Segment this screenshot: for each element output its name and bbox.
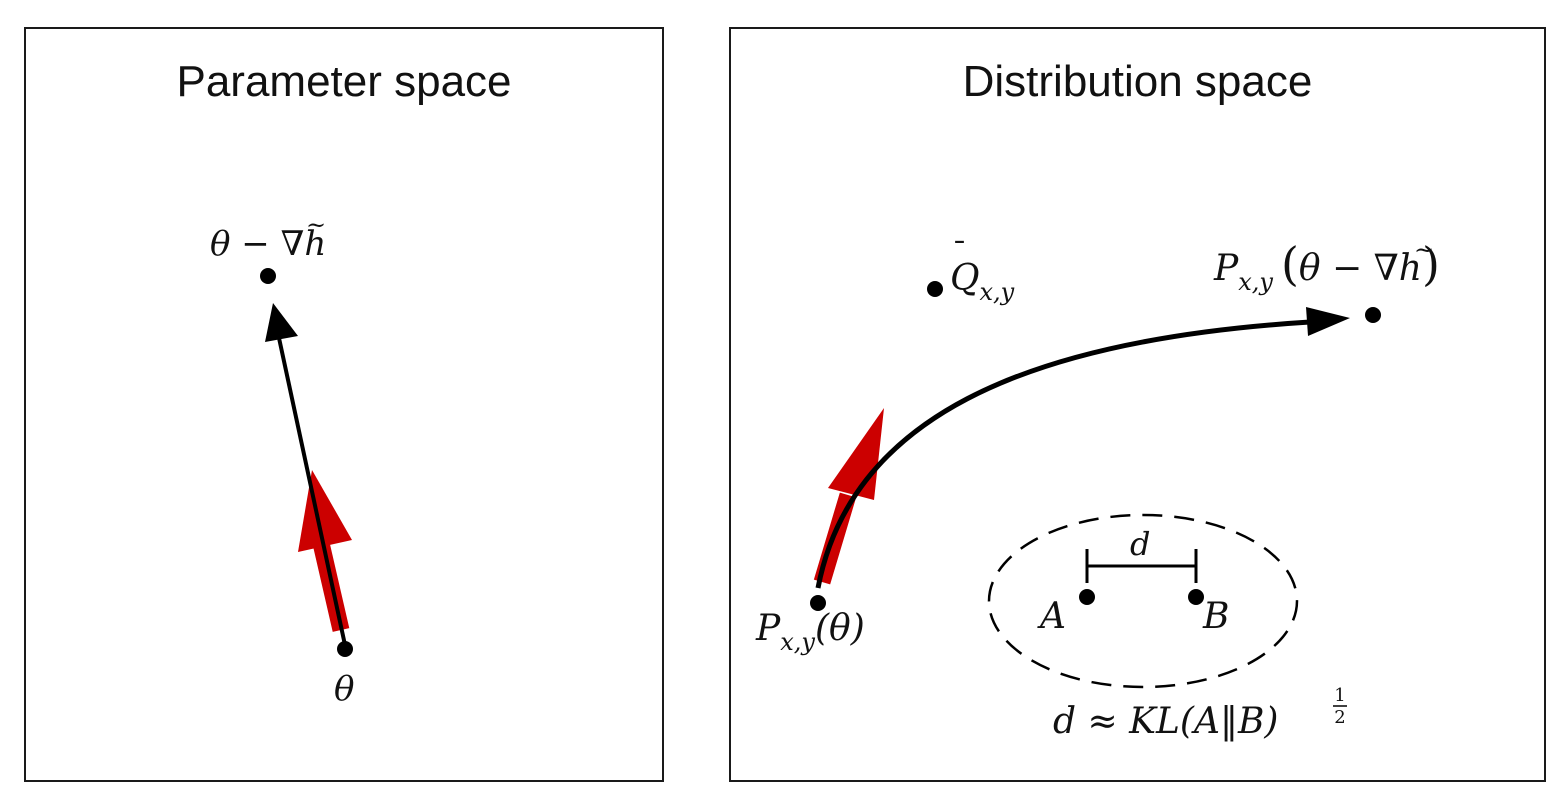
exponent-denominator: 2 <box>1334 707 1345 728</box>
p-theta-point <box>810 595 826 611</box>
distribution-space-title: Distribution space <box>962 57 1313 106</box>
theta-point <box>337 641 353 657</box>
p-theta-label: Px,y(θ) <box>755 608 865 656</box>
point-b <box>1188 589 1204 605</box>
q-bar-label: Qx,y <box>950 258 1015 306</box>
point-b-label: B <box>1202 596 1229 637</box>
theta-updated-point <box>260 268 276 284</box>
parameter-space-title: Parameter space <box>176 57 512 106</box>
exponent-numerator: 1 <box>1334 685 1345 706</box>
point-a-label: A <box>1037 596 1066 637</box>
gradient-step-arrow-left <box>265 303 347 646</box>
p-updated-label: Px,y(θ − ∇h) <box>1213 237 1440 296</box>
q-bar-point <box>927 281 943 297</box>
point-a <box>1079 589 1095 605</box>
distance-label: d <box>1130 525 1150 563</box>
distribution-path-arrow <box>815 307 1350 589</box>
theta-updated-label: θ − ∇h <box>210 224 326 264</box>
q-bar-mark: ¯ <box>952 236 967 271</box>
kl-neighborhood-ellipse <box>987 513 1299 689</box>
tilde-mark-left: ~ <box>306 211 326 239</box>
distance-bracket <box>1085 549 1198 583</box>
tilde-mark-right: ~ <box>1414 236 1434 264</box>
distribution-space-panel: Distribution space <box>729 27 1546 782</box>
kl-formula: d ≈ KL(A‖B) <box>1053 701 1278 742</box>
p-updated-point <box>1365 307 1381 323</box>
theta-label: θ <box>334 669 354 709</box>
